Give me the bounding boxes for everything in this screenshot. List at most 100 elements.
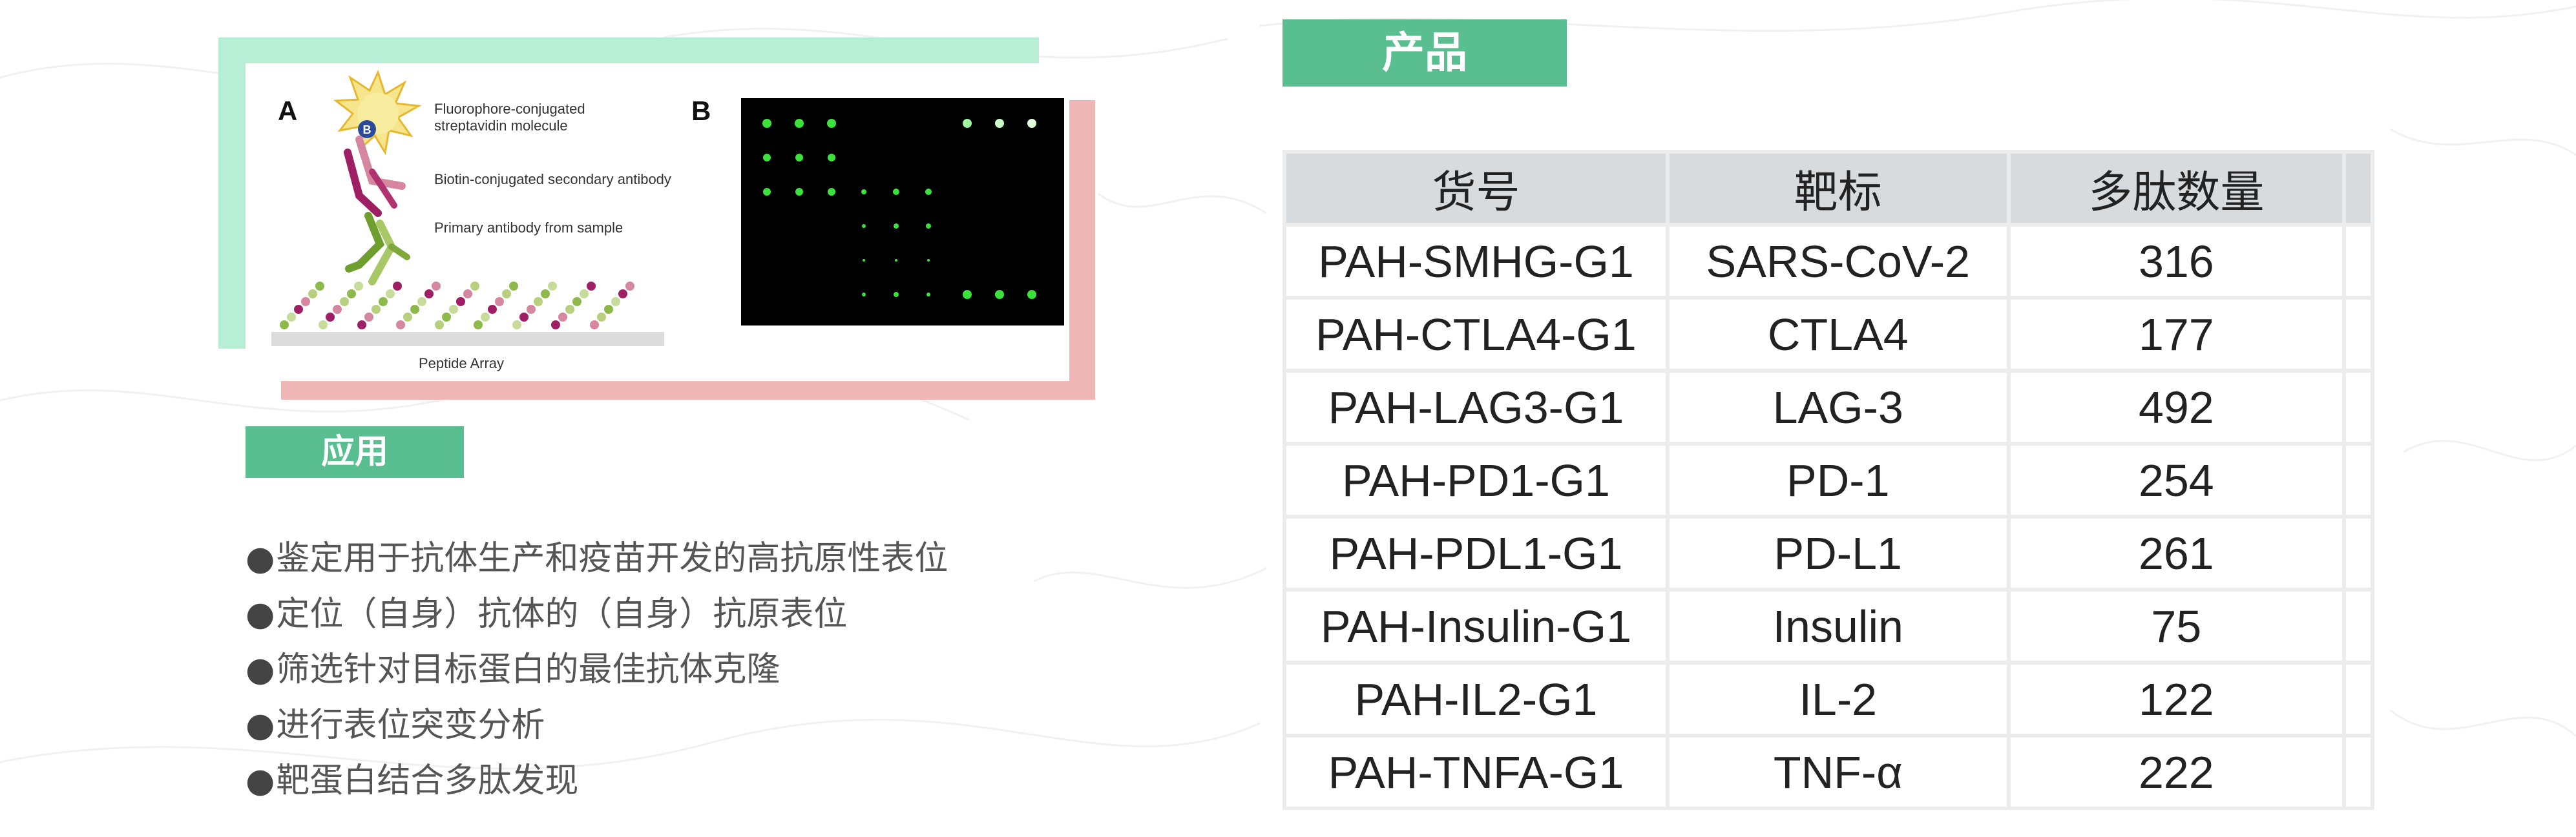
- peptide-bead: [347, 289, 356, 298]
- peptide-bead: [470, 282, 479, 291]
- peptide-bead: [551, 320, 560, 329]
- bullet-icon: ●: [246, 539, 275, 578]
- peptide-bead: [474, 320, 483, 329]
- peptide-bead: [611, 297, 620, 306]
- applications-heading: 应用: [246, 426, 464, 478]
- peptide-array-base: [271, 332, 664, 346]
- table-header-row: 货号 靶标 多肽数量: [1286, 154, 2371, 223]
- peptide-count-cell: 492: [2010, 373, 2343, 442]
- fluorescent-spot: [995, 290, 1004, 299]
- peptide-chains: [280, 282, 634, 329]
- application-item: ●鉴定用于抗体生产和疫苗开发的高抗原性表位: [246, 531, 948, 586]
- fluorescent-spot: [895, 259, 897, 262]
- peptide-bead: [280, 320, 289, 329]
- fluorescent-spot: [828, 188, 835, 196]
- target-cell: IL-2: [1669, 665, 2007, 734]
- fluorescent-spot: [963, 290, 972, 299]
- peptide-bead: [558, 313, 567, 322]
- applications-list: ●鉴定用于抗体生产和疫苗开发的高抗原性表位 ●定位（自身）抗体的（自身）抗原表位…: [246, 531, 948, 809]
- fluorophore-star-icon: [333, 69, 422, 156]
- peptide-count-cell: 75: [2010, 592, 2343, 661]
- target-cell: SARS-CoV-2: [1669, 227, 2007, 296]
- table-row: PAH-Insulin-G1 Insulin 75: [1286, 592, 2371, 661]
- application-text: 定位（自身）抗体的（自身）抗原表位: [276, 595, 848, 634]
- peptide-bead: [393, 282, 402, 291]
- fluorescent-spot: [862, 224, 866, 228]
- application-item: ●靶蛋白结合多肽发现: [246, 753, 948, 809]
- application-text: 靶蛋白结合多肽发现: [276, 761, 579, 800]
- peptide-array-label: Peptide Array: [419, 355, 504, 371]
- peptide-bead: [519, 313, 529, 322]
- target-cell: LAG-3: [1669, 373, 2007, 442]
- table-row: PAH-PD1-G1 PD-1 254: [1286, 446, 2371, 515]
- catalog-cell: PAH-PDL1-G1: [1286, 519, 1666, 588]
- target-cell: PD-L1: [1669, 519, 2007, 588]
- application-item: ●定位（自身）抗体的（自身）抗原表位: [246, 586, 948, 642]
- secondary-antibody-label: Biotin-conjugated secondary antibody: [434, 171, 671, 187]
- table-row: PAH-CTLA4-G1 CTLA4 177: [1286, 300, 2371, 369]
- peptide-bead: [548, 282, 557, 291]
- products-table-wrap: 货号 靶标 多肽数量 PAH-SMHG-G1 SARS-CoV-2 316 PA…: [1283, 150, 2374, 810]
- target-cell: Insulin: [1669, 592, 2007, 661]
- catalog-cell: PAH-PD1-G1: [1286, 446, 1666, 515]
- catalog-cell: PAH-IL2-G1: [1286, 665, 1666, 734]
- peptide-bead: [580, 289, 589, 298]
- peptide-bead: [319, 320, 328, 329]
- catalog-cell: PAH-SMHG-G1: [1286, 227, 1666, 296]
- peptide-bead: [509, 282, 518, 291]
- fluorescent-spot: [1027, 119, 1036, 128]
- primary-antibody-label: Primary antibody from sample: [434, 220, 623, 236]
- peptide-count-cell: 254: [2010, 446, 2343, 515]
- fluorescent-spot: [862, 293, 866, 296]
- peptide-bead: [512, 320, 521, 329]
- peptide-bead: [379, 297, 388, 306]
- peptide-bead: [308, 289, 317, 298]
- bullet-icon: ●: [246, 706, 275, 745]
- peptide-bead: [587, 282, 596, 291]
- peptide-bead: [481, 313, 490, 322]
- peptide-bead: [287, 313, 296, 322]
- peptide-bead: [410, 305, 419, 314]
- peptide-count-cell: 316: [2010, 227, 2343, 296]
- peptide-bead: [372, 305, 381, 314]
- peptide-bead: [456, 297, 465, 306]
- fluorescent-spot: [893, 189, 899, 195]
- peptide-bead: [424, 289, 434, 298]
- peptide-bead: [442, 313, 451, 322]
- fluorescent-spot: [795, 188, 803, 196]
- peptide-bead: [403, 313, 412, 322]
- peptide-bead: [565, 305, 574, 314]
- clipped-cell: [2346, 227, 2371, 296]
- clipped-cell: [2346, 665, 2371, 734]
- peptide-bead: [527, 305, 536, 314]
- fluorescent-spot: [1027, 290, 1036, 299]
- fluorescent-spot: [925, 189, 932, 195]
- peptide-bead: [590, 320, 599, 329]
- peptide-bead: [301, 297, 310, 306]
- panel-b-label: B: [691, 96, 711, 126]
- catalog-cell: PAH-Insulin-G1: [1286, 592, 1666, 661]
- clipped-cell: [2346, 373, 2371, 442]
- peptide-bead: [340, 297, 349, 306]
- peptide-bead: [417, 297, 426, 306]
- peptide-array-figure: A B Peptide Ar: [246, 63, 1069, 381]
- application-text: 鉴定用于抗体生产和疫苗开发的高抗原性表位: [276, 539, 948, 578]
- peptide-bead: [326, 313, 335, 322]
- panel-a-label: A: [278, 96, 297, 126]
- array-scan-dots: [762, 119, 1036, 299]
- peptide-bead: [618, 289, 627, 298]
- clipped-cell: [2346, 738, 2371, 807]
- fluorophore-label-line2: streptavidin molecule: [434, 118, 568, 134]
- fluorophore-label-line1: Fluorophore-conjugated: [434, 101, 585, 117]
- fluorescent-spot: [894, 223, 899, 229]
- peptide-bead: [294, 305, 303, 314]
- products-table: 货号 靶标 多肽数量 PAH-SMHG-G1 SARS-CoV-2 316 PA…: [1283, 150, 2374, 810]
- peptide-bead: [541, 289, 550, 298]
- peptide-bead: [495, 297, 504, 306]
- catalog-cell: PAH-LAG3-G1: [1286, 373, 1666, 442]
- biotin-badge-icon: [358, 120, 376, 138]
- fluorescent-spot: [795, 154, 803, 161]
- peptide-bead: [435, 320, 444, 329]
- peptide-bead: [449, 305, 458, 314]
